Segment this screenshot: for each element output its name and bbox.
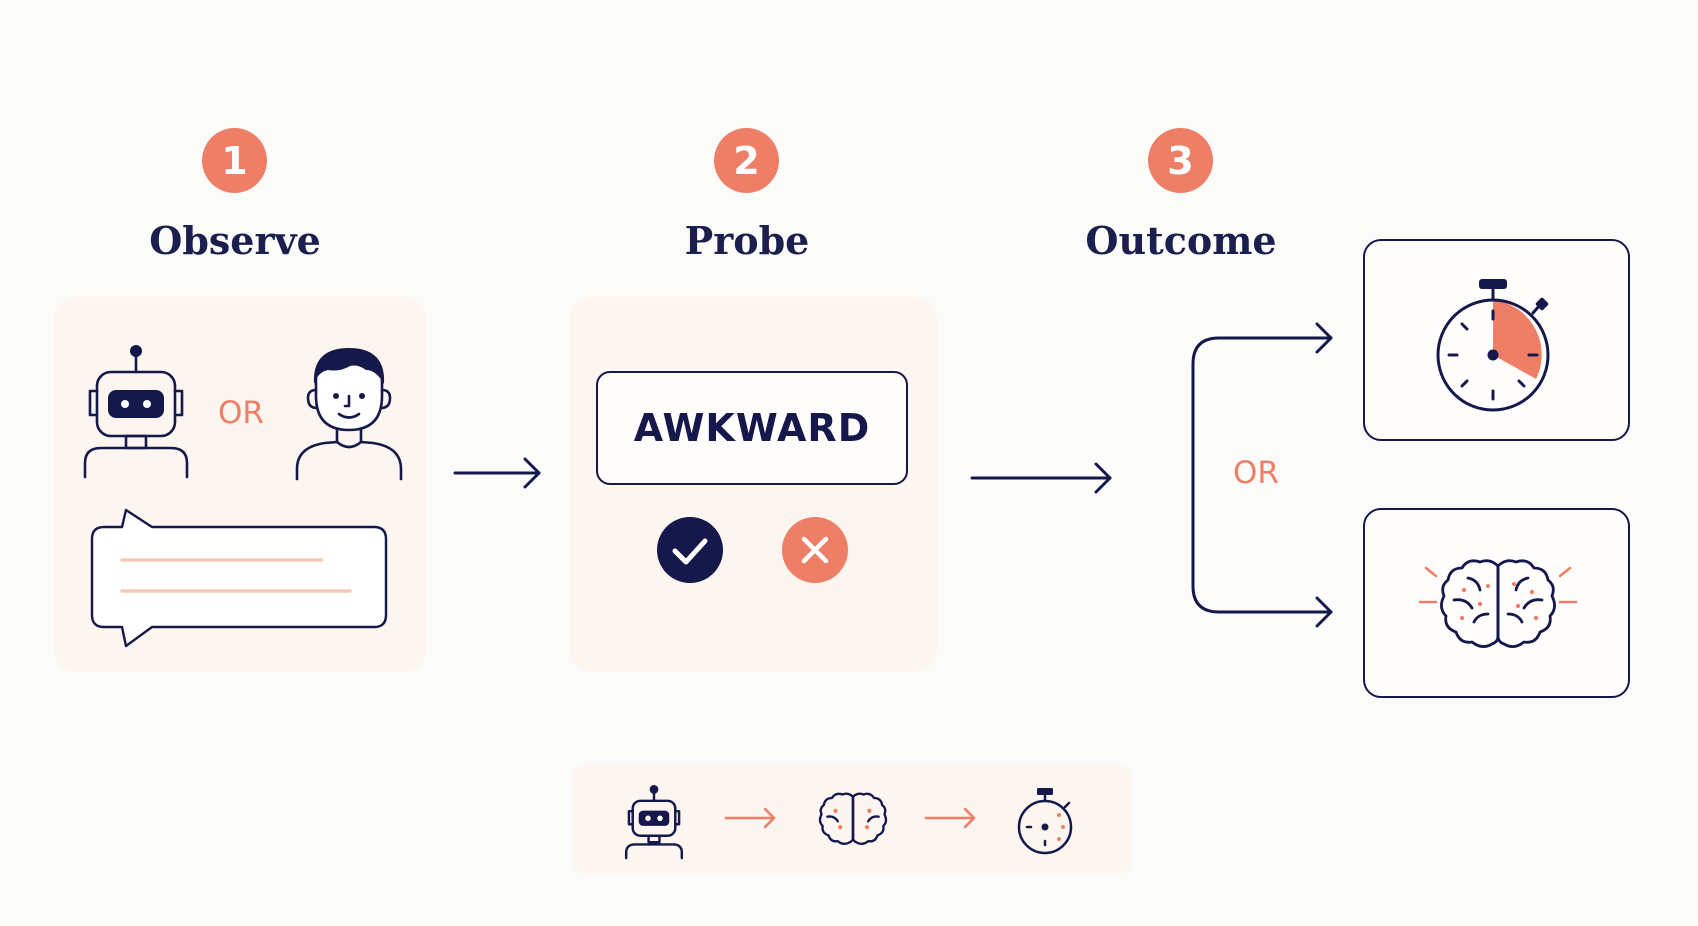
- probe-panel: AWKWARD: [569, 297, 937, 672]
- step-2-title: Probe: [684, 218, 810, 263]
- step-3-title: Outcome: [1085, 218, 1277, 263]
- summary-arrow-1: [724, 807, 776, 829]
- observe-panel: OR: [54, 297, 426, 672]
- summary-brain-icon: [818, 792, 888, 845]
- x-circle-icon: [782, 517, 848, 583]
- person-icon: [295, 348, 403, 481]
- observe-or-label: OR: [218, 395, 264, 431]
- step-1-title: Observe: [149, 218, 321, 263]
- arrow-observe-to-probe: [453, 457, 541, 489]
- outcome-branch-connector: [1191, 322, 1333, 628]
- arrow-probe-to-outcome: [970, 462, 1112, 494]
- probe-word-box: AWKWARD: [596, 371, 908, 485]
- stopwatch-icon: [1436, 279, 1550, 412]
- outcome-or-label: OR: [1233, 455, 1279, 491]
- check-circle-icon: [657, 517, 723, 583]
- outcome-time-box: [1363, 239, 1630, 441]
- step-2-badge: 2: [714, 128, 779, 193]
- summary-stopwatch-icon: [1017, 788, 1073, 855]
- step-3-badge: 3: [1148, 128, 1213, 193]
- summary-strip: [572, 763, 1132, 876]
- robot-icon: [83, 345, 189, 479]
- summary-arrow-2: [924, 807, 976, 829]
- step-1-badge: 1: [202, 128, 267, 193]
- brain-icon: [1418, 559, 1578, 648]
- outcome-brain-box: [1363, 508, 1630, 698]
- speech-bubble-icon: [90, 508, 388, 648]
- summary-robot-icon: [624, 785, 684, 860]
